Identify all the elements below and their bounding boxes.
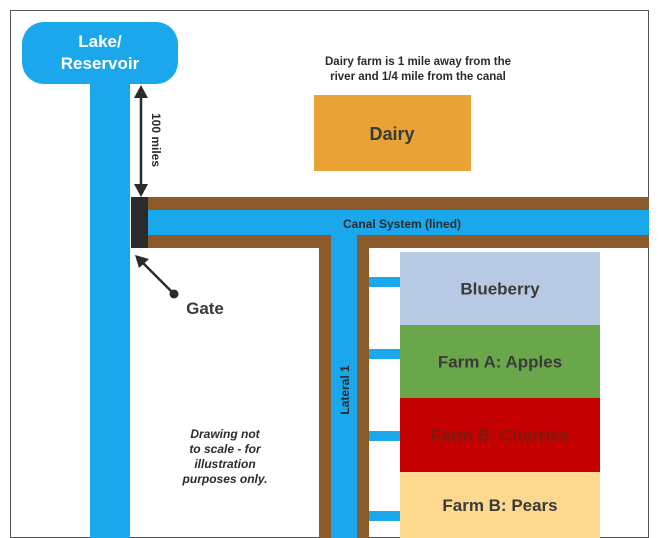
dairy-label: Dairy	[369, 124, 414, 144]
turnout-cherries	[369, 431, 400, 441]
dairy-box	[314, 95, 471, 171]
gate-label: Gate	[186, 299, 224, 318]
lateral-label: Lateral 1	[338, 365, 352, 415]
dairy-note-line1: Dairy farm is 1 mile away from the	[325, 56, 511, 68]
river-channel	[90, 60, 130, 538]
farm-blueberry-label: Blueberry	[460, 280, 540, 299]
lake-label-line1: Lake/	[78, 32, 122, 51]
farm-pears-plot	[400, 472, 600, 538]
gate-pointer-line	[141, 261, 175, 295]
farm-apples-label: Farm A: Apples	[438, 353, 562, 372]
canal-water	[131, 210, 649, 235]
lake-reservoir	[22, 22, 178, 84]
disclaimer-line3: illustration	[194, 457, 255, 471]
farm-cherries-plot	[400, 398, 600, 472]
distance-arrow-up-head	[134, 85, 148, 98]
farm-cherries-label: Farm B: Cherries	[431, 426, 569, 445]
turnout-apples	[369, 349, 400, 359]
gate-pointer-dot	[169, 289, 179, 299]
disclaimer-line1: Drawing not	[190, 427, 260, 441]
lake-label-line2: Reservoir	[61, 54, 140, 73]
distance-arrow-down-head	[134, 184, 148, 197]
turnout-pears	[369, 511, 400, 521]
farm-pears-label: Farm B: Pears	[442, 496, 557, 515]
gate-pointer-head	[135, 255, 149, 268]
dairy-note-line2: river and 1/4 mile from the canal	[330, 71, 506, 83]
distance-label: 100 miles	[149, 113, 163, 167]
lateral-water	[331, 210, 357, 538]
turnout-blueberry	[369, 277, 400, 287]
farm-apples-plot	[400, 325, 600, 398]
disclaimer-line4: purposes only.	[182, 472, 268, 486]
disclaimer-line2: to scale - for	[189, 442, 262, 456]
gate-block	[131, 197, 148, 248]
farm-blueberry-plot	[400, 252, 600, 325]
canal-label: Canal System (lined)	[343, 217, 461, 231]
